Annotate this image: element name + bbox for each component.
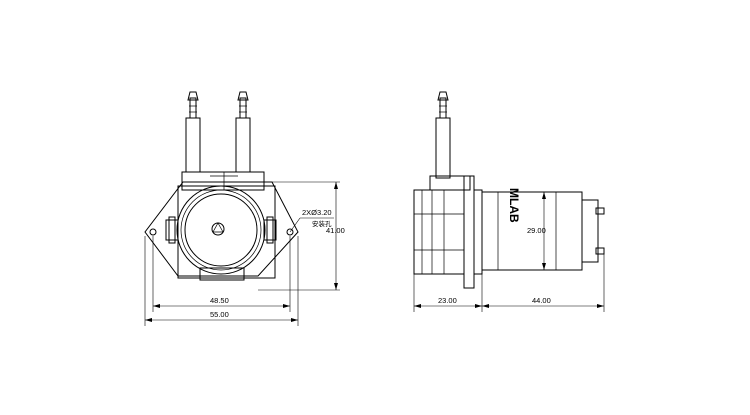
tube-left [185,91,201,173]
mounting-hole-left [149,228,157,236]
overall-width-dim: 55.00 [210,310,229,319]
mounting-hole-right [286,228,294,236]
motor-terminal-top [595,207,605,215]
rotor-housing [176,185,266,275]
side-pump-head [413,189,465,275]
motor-diameter-dim: 29.00 [527,226,546,235]
top-clip [181,171,265,191]
brand-text: MLAB [507,188,521,223]
motor-terminal-bottom [595,247,605,255]
left-clamp [165,219,179,241]
tube-right [235,91,251,173]
height-dim: 41.00 [326,226,345,235]
head-depth-dim: 23.00 [438,296,457,305]
right-clamp [263,219,277,241]
rotor-hub [211,222,225,236]
bottom-block [199,267,245,281]
side-view: MLAB 29.00 23.00 44.00 [413,91,605,312]
hole-note-sub: 安装孔 [312,219,332,228]
hole-note: 2XØ3.20 [302,208,332,217]
motor-length-dim: 44.00 [532,296,551,305]
front-view: 2XØ3.20 安装孔 41.00 48.50 55.00 [144,91,345,326]
hole-spacing-dim: 48.50 [210,296,229,305]
side-tube [435,91,451,179]
